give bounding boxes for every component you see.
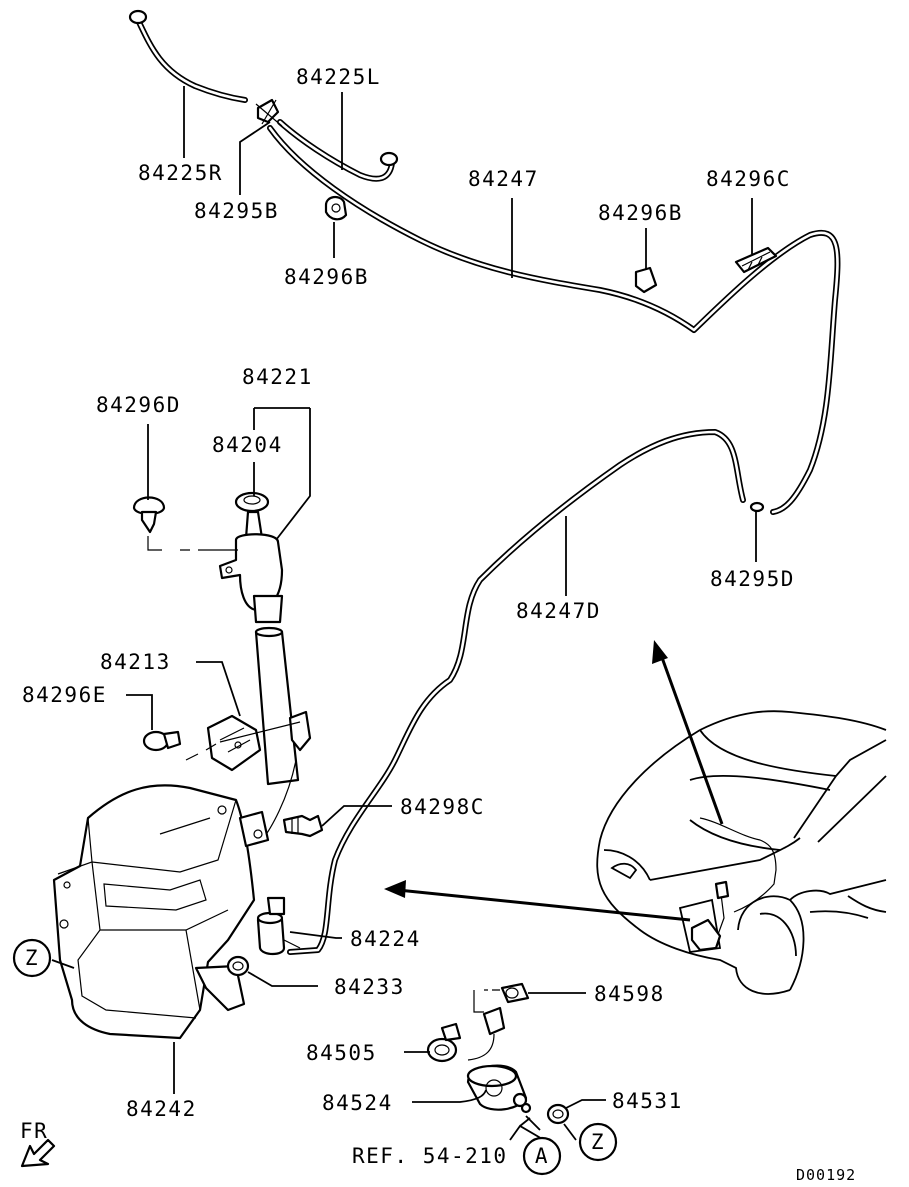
joint-84295B-icon (255, 98, 283, 127)
harness-connector-icon (467, 990, 506, 1061)
callout-a: A (522, 1136, 562, 1176)
label-84213: 84213 (100, 650, 171, 674)
nozzle-left-icon (379, 151, 399, 167)
label-84296E: 84296E (22, 683, 107, 707)
label-84531: 84531 (612, 1089, 683, 1113)
front-arrow-icon (20, 1138, 56, 1168)
clip-84296B-icon (324, 195, 348, 221)
callout-a-text: A (535, 1144, 549, 1168)
label-84204: 84204 (212, 433, 283, 457)
clip-84296C-icon (734, 246, 778, 274)
label-84221: 84221 (242, 365, 313, 389)
washer-hose-84225L (277, 119, 399, 182)
label-84598: 84598 (594, 982, 665, 1006)
label-84505: 84505 (306, 1041, 377, 1065)
label-84224: 84224 (350, 927, 421, 951)
clip-84296B-right-icon (634, 266, 658, 294)
bolt-84296E-icon (142, 730, 182, 752)
clamp-84505-icon (426, 1022, 462, 1063)
label-84524: 84524 (322, 1091, 393, 1115)
front-label: FR (20, 1119, 48, 1143)
connector-84598-icon (484, 982, 530, 1004)
callout-z-right: Z (578, 1122, 618, 1162)
nozzle-right-icon (128, 9, 148, 25)
washer-tank-84242 (52, 784, 270, 1040)
label-84242: 84242 (126, 1097, 197, 1121)
vehicle-sketch (596, 710, 887, 995)
label-84233: 84233 (334, 975, 405, 999)
label-84247D: 84247D (516, 599, 601, 623)
label-84225R: 84225R (138, 161, 223, 185)
part-labels: 84225L 84225R 84295B 84296B 84247 84296B… (22, 65, 856, 1184)
grommet-84233-icon (226, 955, 250, 977)
label-84247: 84247 (468, 167, 539, 191)
leader-lines (51, 86, 757, 1141)
label-84296B-right: 84296B (598, 201, 683, 225)
joint-84295D-icon (749, 501, 765, 513)
level-sensor-84524-icon (466, 1064, 532, 1114)
washer-hose-84247D (287, 429, 746, 955)
arrow-up-icon (652, 640, 668, 664)
reference-label: REF. 54-210 (352, 1144, 508, 1168)
bracket-84213 (185, 714, 301, 772)
label-84298C: 84298C (400, 795, 485, 819)
callout-z-left: Z (12, 938, 52, 978)
diagram-id: D00192 (796, 1166, 856, 1184)
label-84295B: 84295B (194, 199, 279, 223)
callout-z-right-text: Z (591, 1130, 605, 1154)
label-84296B-left: 84296B (284, 265, 369, 289)
grommet-84531-icon (546, 1103, 570, 1125)
label-84296D: 84296D (96, 393, 181, 417)
clip-84296D-icon (132, 496, 238, 551)
callout-z-left-text: Z (25, 946, 39, 970)
filler-neck-84221 (218, 491, 312, 841)
label-84225L: 84225L (296, 65, 381, 89)
washer-hose-84225R (128, 9, 248, 103)
grommet-84298C-icon (282, 814, 324, 838)
label-84296C: 84296C (706, 167, 791, 191)
washer-hose-84247 (267, 125, 841, 515)
arrow-left-icon (384, 880, 406, 898)
pump-84224-icon (256, 896, 301, 956)
label-84295D: 84295D (710, 567, 795, 591)
front-direction-indicator: FR (20, 1119, 56, 1168)
location-arrows (384, 640, 724, 922)
vehicle-tank-location-icon (690, 918, 722, 952)
